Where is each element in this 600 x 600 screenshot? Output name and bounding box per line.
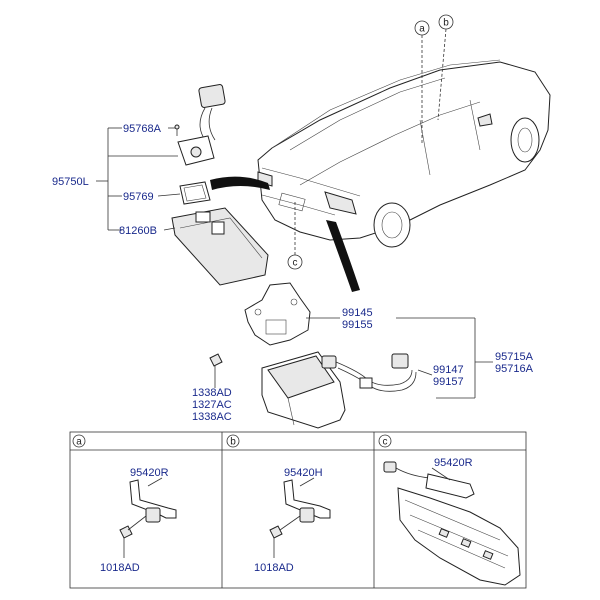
panel-b: b xyxy=(226,434,331,558)
label-95769: 95769 xyxy=(123,191,154,203)
label-b-1018AD: 1018AD xyxy=(254,562,294,574)
panel-c: c xyxy=(378,434,521,586)
pointer-arrow-module xyxy=(326,220,360,292)
svg-text:b: b xyxy=(230,437,236,448)
label-99147: 99147 xyxy=(433,364,464,376)
rear-camera-assembly xyxy=(171,84,269,286)
label-1338AD: 1338AD xyxy=(192,387,232,399)
svg-text:a: a xyxy=(419,24,425,35)
label-95768A: 95768A xyxy=(123,123,162,135)
label-a-1018AD: 1018AD xyxy=(100,562,140,574)
label-tree-95715A xyxy=(214,317,493,399)
car-illustration xyxy=(257,59,551,248)
svg-text:a: a xyxy=(76,437,82,448)
label-81260B: 81260B xyxy=(119,225,157,237)
label-a-95420R: 95420R xyxy=(130,467,169,479)
label-95716A: 95716A xyxy=(495,363,534,375)
svg-text:c: c xyxy=(293,258,298,269)
label-99145: 99145 xyxy=(342,307,373,319)
label-99157: 99157 xyxy=(433,376,464,388)
label-99155: 99155 xyxy=(342,319,373,331)
panel-a: a xyxy=(72,434,177,558)
label-1327AC: 1327AC xyxy=(192,399,232,411)
label-95715A: 95715A xyxy=(495,351,534,363)
callout-b-top: b xyxy=(437,14,454,121)
label-tree-95750L xyxy=(96,127,181,231)
svg-text:c: c xyxy=(383,437,388,448)
screw-95768A xyxy=(174,124,180,136)
detail-panels xyxy=(69,431,527,589)
control-module-assembly xyxy=(209,282,417,429)
label-95750L: 95750L xyxy=(52,176,89,188)
label-b-95420H: 95420H xyxy=(284,467,323,479)
pointer-arrow-camera xyxy=(210,176,270,190)
label-c-95420R: 95420R xyxy=(434,457,473,469)
svg-text:b: b xyxy=(443,18,449,29)
callout-a-top: a xyxy=(414,20,430,145)
callout-c-top: c xyxy=(287,200,303,270)
label-1338AC: 1338AC xyxy=(192,411,232,423)
